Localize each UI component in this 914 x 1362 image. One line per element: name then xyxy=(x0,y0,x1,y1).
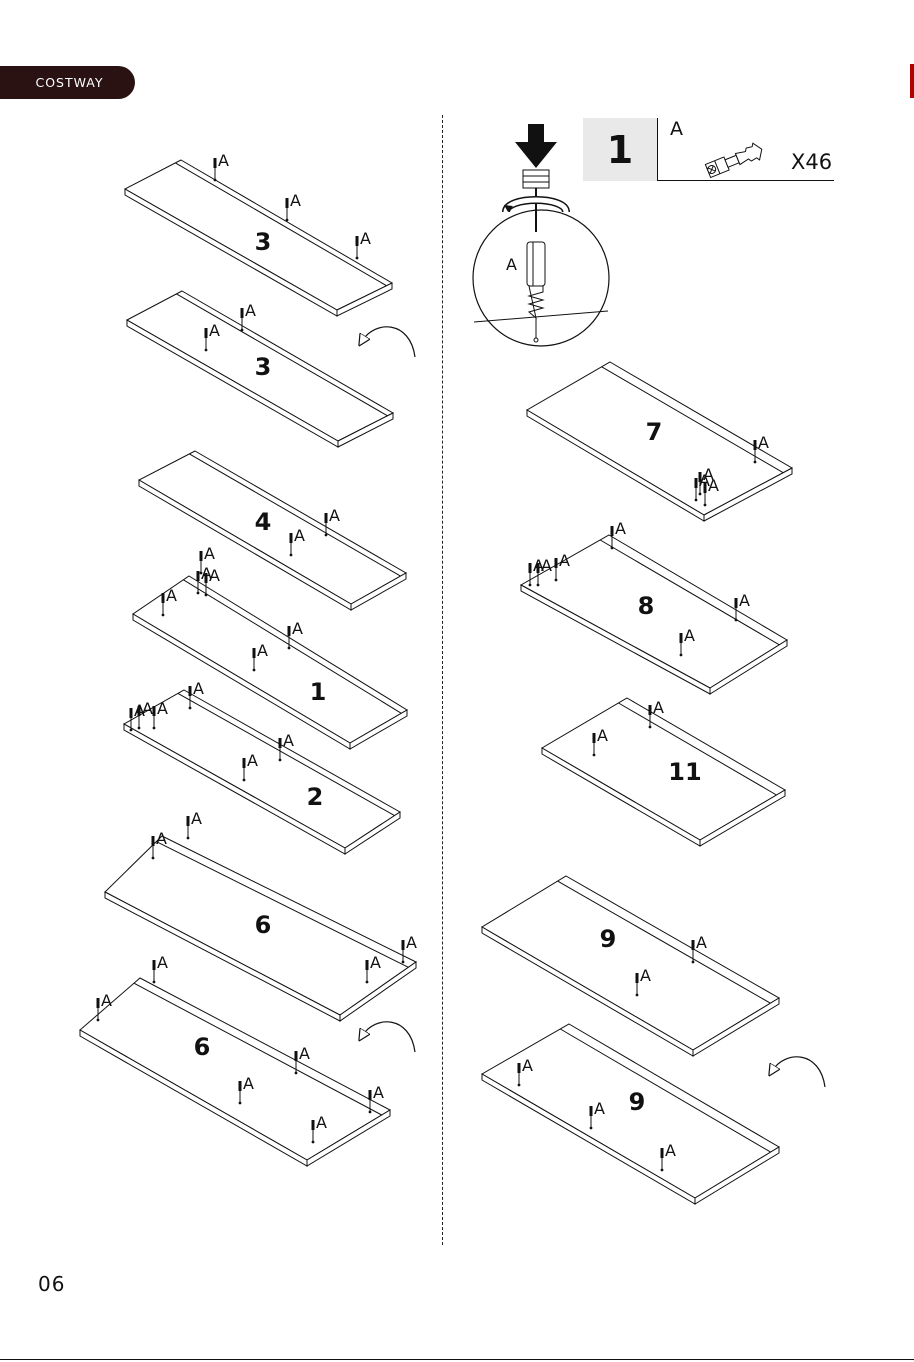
pin-part-label: A xyxy=(594,1099,605,1118)
panel-number-label: 11 xyxy=(668,758,701,786)
panel-9-flipped: 9AAA xyxy=(482,1024,825,1204)
panels-layer: 3AAA3AA4AA1AAAAAA2AAAAAA6AAAA6AAAAAA7AAA… xyxy=(80,151,825,1204)
panel-3-flipped: 3 A A xyxy=(127,291,415,447)
pin-part-label: A xyxy=(615,519,626,538)
pin-part-label: A xyxy=(247,751,258,770)
panel-number-label: 8 xyxy=(638,592,655,620)
pin-part-label: A xyxy=(541,556,552,575)
pin-part-label: A xyxy=(665,1141,676,1160)
pin-part-label: A xyxy=(559,551,570,570)
pin-part-label: A xyxy=(209,566,220,585)
bottom-rule xyxy=(0,1359,914,1360)
panel-number-label: 7 xyxy=(646,418,663,446)
cam-bolt-pin: A xyxy=(187,809,203,839)
pin-part-label: A xyxy=(191,809,202,828)
panel-number-label: 6 xyxy=(255,911,272,939)
pin-part-label: A xyxy=(283,731,294,750)
flip-arrow-icon xyxy=(772,1057,825,1087)
pin-part-label: A xyxy=(157,953,168,972)
panel-number-label: 1 xyxy=(310,678,327,706)
pin-part-label: A xyxy=(373,1083,384,1102)
pin-part-label: A xyxy=(142,699,153,718)
pin-part-label: A xyxy=(708,476,719,495)
pin-part-label: A xyxy=(696,933,707,952)
panel-number-label: 3 xyxy=(255,228,272,256)
pin-part-label: A xyxy=(243,1074,254,1093)
panel-8: 8AAAAAA xyxy=(521,519,787,694)
pin-part-label: A xyxy=(329,506,340,525)
panel-number-label: 3 xyxy=(255,353,272,381)
detail-part-label: A xyxy=(506,255,517,274)
pin-part-label: A xyxy=(684,626,695,645)
pin-part-label: A xyxy=(758,433,769,452)
cam-bolt-pin: A xyxy=(214,151,230,181)
pin-part-label: A xyxy=(653,698,664,717)
pin-part-label: A xyxy=(360,229,371,248)
panel-number-label: 4 xyxy=(255,508,272,536)
panel-number-label: 6 xyxy=(194,1033,211,1061)
pin-part-label: A xyxy=(290,191,301,210)
pin-part-label: A xyxy=(157,699,168,718)
pin-part-label: A xyxy=(204,544,215,563)
panel-11: 11 A A xyxy=(542,698,785,846)
cam-bolt-pin: A xyxy=(286,191,302,221)
pin-part-label: A xyxy=(640,966,651,985)
pin-part-label: A xyxy=(316,1113,327,1132)
pin-part-label: A xyxy=(406,933,417,952)
pin-part-label: A xyxy=(522,1056,533,1075)
pin-part-label: A xyxy=(193,679,204,698)
panel-9: 9AA xyxy=(482,876,779,1056)
pin-part-label: A xyxy=(292,619,303,638)
cam-bolt-icon xyxy=(705,141,766,179)
panel-number-label: 9 xyxy=(629,1088,646,1116)
pin-part-label: A xyxy=(299,1044,310,1063)
pin-part-label: A xyxy=(166,586,177,605)
pin-part-label: A xyxy=(101,991,112,1010)
flip-arrow-icon xyxy=(362,1022,415,1052)
flip-arrow-icon xyxy=(362,327,415,357)
page-number: 06 xyxy=(38,1272,65,1296)
pin-part-label: A xyxy=(245,301,256,320)
pin-part-label: A xyxy=(218,151,229,170)
pin-part-label: A xyxy=(597,726,608,745)
panel-number-label: 2 xyxy=(307,783,324,811)
panel-number-label: 9 xyxy=(600,925,617,953)
pin-part-label: A xyxy=(370,953,381,972)
pin-part-label: A xyxy=(156,829,167,848)
pin-part-label: A xyxy=(739,591,750,610)
cam-bolt-pin: A xyxy=(356,229,372,259)
pin-part-label: A xyxy=(257,641,268,660)
pin-part-label: A xyxy=(209,321,220,340)
pin-part-label: A xyxy=(294,526,305,545)
screwdriver-icon xyxy=(473,124,609,346)
cam-bolt-pin: A xyxy=(153,953,169,983)
